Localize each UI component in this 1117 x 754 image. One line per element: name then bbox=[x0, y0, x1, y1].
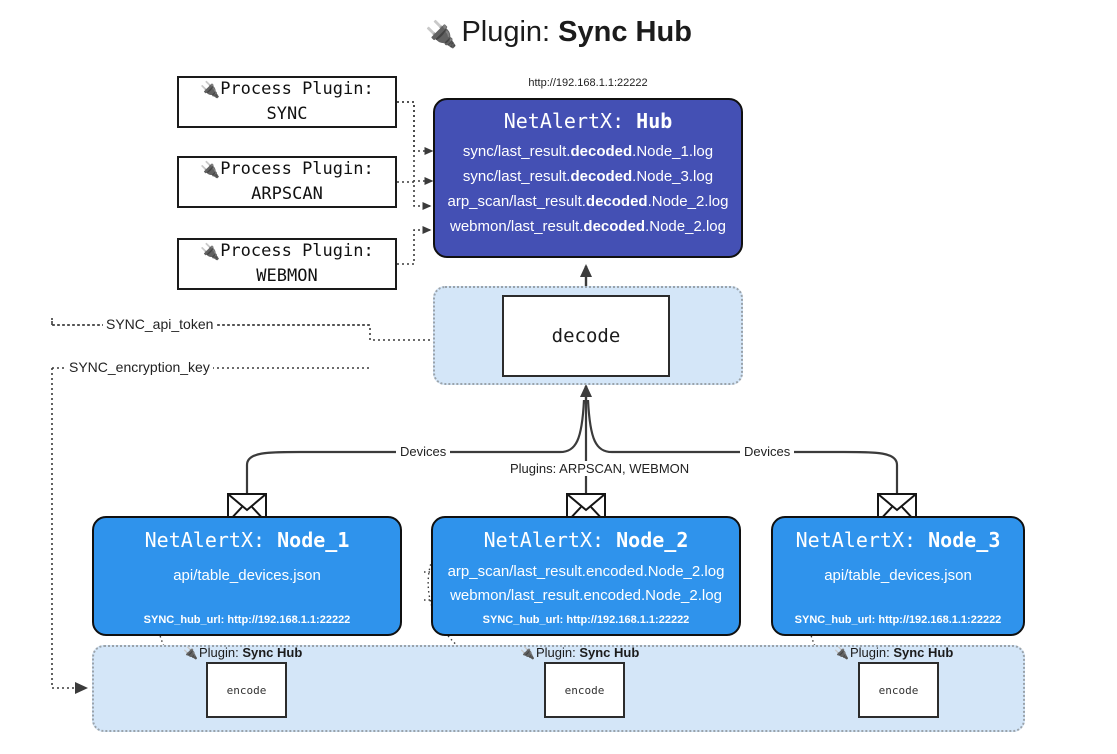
edge-label-plugins-middle: Plugins: ARPSCAN, WEBMON bbox=[506, 461, 694, 476]
secret-label-encryption-key: SYNC_encryption_key bbox=[66, 359, 213, 375]
node-footer: SYNC_hub_url: http://192.168.1.1:22222 bbox=[794, 614, 1002, 626]
node-title-name: Node_2 bbox=[616, 528, 689, 552]
plugin-caption-node-1: 🔌Plugin: Sync Hub bbox=[183, 645, 302, 660]
node-log-line: arp_scan/last_result.encoded.Node_2.log bbox=[447, 563, 725, 580]
hub-log-post: .Node_1.log bbox=[632, 143, 714, 160]
plugin-caption-name: Sync Hub bbox=[893, 645, 954, 660]
process-plugin-name: SYNC bbox=[266, 104, 308, 124]
secret-label-api-token: SYNC_api_token bbox=[103, 316, 217, 332]
plugin-caption-prefix: Plugin: bbox=[849, 645, 890, 660]
page-title-prefix: Plugin: bbox=[461, 16, 551, 48]
process-plugin-box-arpscan[interactable]: 🔌Process Plugin: ARPSCAN bbox=[177, 156, 397, 208]
hub-log-pre: sync/last_result. bbox=[462, 143, 571, 160]
hub-log-pre: webmon/last_result. bbox=[450, 217, 584, 235]
process-plugin-box-webmon[interactable]: 🔌Process Plugin: WEBMON bbox=[177, 238, 397, 290]
plug-icon: 🔌 bbox=[834, 646, 849, 660]
hub-log-pre: sync/last_result. bbox=[462, 167, 571, 185]
hub-log-mid: decoded bbox=[570, 167, 633, 185]
hub-title-name: Hub bbox=[636, 109, 673, 133]
process-plugin-label: Process Plugin: bbox=[220, 241, 374, 262]
plugin-caption-name: Sync Hub bbox=[242, 645, 303, 660]
plugin-caption-name: Sync Hub bbox=[579, 645, 640, 660]
plug-icon: 🔌 bbox=[200, 242, 221, 262]
encode-box-node-2[interactable]: encode bbox=[544, 662, 625, 718]
plug-icon: 🔌 bbox=[200, 160, 221, 180]
plug-icon: 🔌 bbox=[425, 19, 458, 49]
page-title: 🔌Plugin: Sync Hub bbox=[0, 16, 1117, 50]
node-footer: SYNC_hub_url: http://192.168.1.1:22222 bbox=[482, 614, 690, 626]
node-title: NetAlertX: Node_1 bbox=[94, 528, 400, 552]
process-plugin-label: Process Plugin: bbox=[220, 159, 374, 180]
hub-log-mid: decoded bbox=[570, 143, 633, 160]
process-plugin-name: ARPSCAN bbox=[251, 184, 323, 204]
node-title: NetAlertX: Node_2 bbox=[433, 528, 739, 552]
plug-icon: 🔌 bbox=[183, 646, 198, 660]
hub-log-pre: arp_scan/last_result. bbox=[447, 192, 586, 210]
decode-box[interactable]: decode bbox=[502, 295, 670, 377]
node-title: NetAlertX: Node_3 bbox=[773, 528, 1023, 552]
hub-log-line: webmon/last_result.decoded.Node_2.log bbox=[435, 215, 741, 240]
encode-box-node-1[interactable]: encode bbox=[206, 662, 287, 718]
process-plugin-label: Process Plugin: bbox=[220, 79, 374, 100]
plugin-caption-node-2: 🔌Plugin: Sync Hub bbox=[520, 645, 639, 660]
process-plugin-box-sync[interactable]: 🔌Process Plugin: SYNC bbox=[177, 76, 397, 128]
page-title-name: Sync Hub bbox=[558, 16, 692, 48]
hub-log-mid: decoded bbox=[583, 217, 646, 235]
node-log-line: api/table_devices.json bbox=[824, 567, 972, 584]
plugin-caption-node-3: 🔌Plugin: Sync Hub bbox=[834, 645, 953, 660]
plugin-caption-prefix: Plugin: bbox=[535, 645, 576, 660]
hub-title: NetAlertX: Hub bbox=[435, 109, 741, 133]
hub-log-post: .Node_3.log bbox=[632, 167, 714, 185]
plug-icon: 🔌 bbox=[520, 646, 535, 660]
edge-label-devices-left: Devices bbox=[396, 444, 451, 459]
hub-log-line: sync/last_result.decoded.Node_1.log bbox=[435, 140, 741, 165]
netalertx-node-3-box[interactable]: NetAlertX: Node_3 api/table_devices.json… bbox=[771, 516, 1025, 636]
hub-log-post: .Node_2.log bbox=[645, 217, 726, 235]
edge-label-devices-right: Devices bbox=[740, 444, 795, 459]
node-title-name: Node_1 bbox=[277, 528, 350, 552]
hub-log-line: arp_scan/last_result.decoded.Node_2.log bbox=[435, 190, 741, 215]
netalertx-node-1-box[interactable]: NetAlertX: Node_1 api/table_devices.json… bbox=[92, 516, 402, 636]
node-title-prefix: NetAlertX: bbox=[144, 528, 266, 552]
node-title-name: Node_3 bbox=[928, 528, 1001, 552]
node-log-line: api/table_devices.json bbox=[173, 567, 321, 584]
hub-title-prefix: NetAlertX: bbox=[503, 109, 625, 133]
netalertx-node-2-box[interactable]: NetAlertX: Node_2 arp_scan/last_result.e… bbox=[431, 516, 741, 636]
hub-log-mid: decoded bbox=[585, 192, 648, 210]
hub-url-caption: http://192.168.1.1:22222 bbox=[528, 77, 648, 89]
encode-box-node-3[interactable]: encode bbox=[858, 662, 939, 718]
plugin-caption-prefix: Plugin: bbox=[198, 645, 239, 660]
process-plugin-name: WEBMON bbox=[256, 266, 318, 286]
netalertx-hub-box[interactable]: NetAlertX: Hub sync/last_result.decoded.… bbox=[433, 98, 743, 258]
node-footer: SYNC_hub_url: http://192.168.1.1:22222 bbox=[143, 614, 351, 626]
node-log-line: webmon/last_result.encoded.Node_2.log bbox=[450, 587, 722, 604]
hub-log-post: .Node_2.log bbox=[647, 192, 729, 210]
plug-icon: 🔌 bbox=[200, 80, 221, 100]
node-title-prefix: NetAlertX: bbox=[483, 528, 605, 552]
hub-log-line: sync/last_result.decoded.Node_3.log bbox=[435, 165, 741, 190]
node-title-prefix: NetAlertX: bbox=[795, 528, 917, 552]
